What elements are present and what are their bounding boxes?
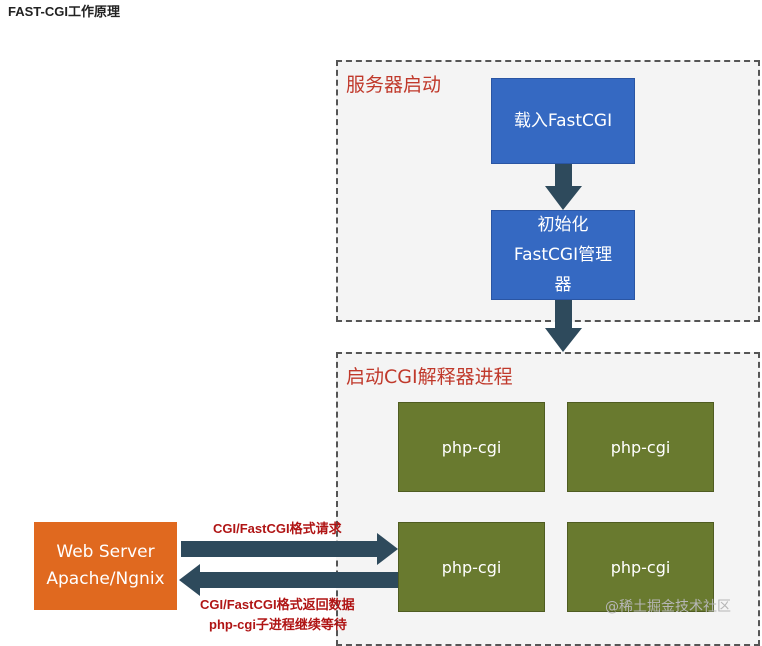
watermark: @稀土掘金技术社区 <box>605 599 731 615</box>
php-cgi-box: php-cgi <box>398 522 545 612</box>
response-arrow <box>179 564 398 596</box>
page-title: FAST-CGI工作原理 <box>8 4 120 19</box>
php-cgi-box: php-cgi <box>398 402 545 492</box>
init-fastcgi-manager-box: 初始化 FastCGI管理 器 <box>491 210 635 300</box>
php-cgi-box: php-cgi <box>567 402 714 492</box>
response-label-line2: php-cgi子进程继续等待 <box>209 617 347 632</box>
server-startup-label: 服务器启动 <box>346 74 442 96</box>
request-label: CGI/FastCGI格式请求 <box>213 521 342 536</box>
cgi-process-label: 启动CGI解释器进程 <box>346 366 513 388</box>
arrows-layer <box>179 164 582 596</box>
load-fastcgi-box: 载入FastCGI <box>491 78 635 164</box>
response-label-line1: CGI/FastCGI格式返回数据 <box>200 597 355 612</box>
down-arrow-init-to-processes <box>545 300 582 352</box>
down-arrow-load-to-init <box>545 164 582 210</box>
php-cgi-box: php-cgi <box>567 522 714 612</box>
web-server-box: Web Server Apache/Ngnix <box>34 522 177 610</box>
request-arrow <box>181 533 398 565</box>
